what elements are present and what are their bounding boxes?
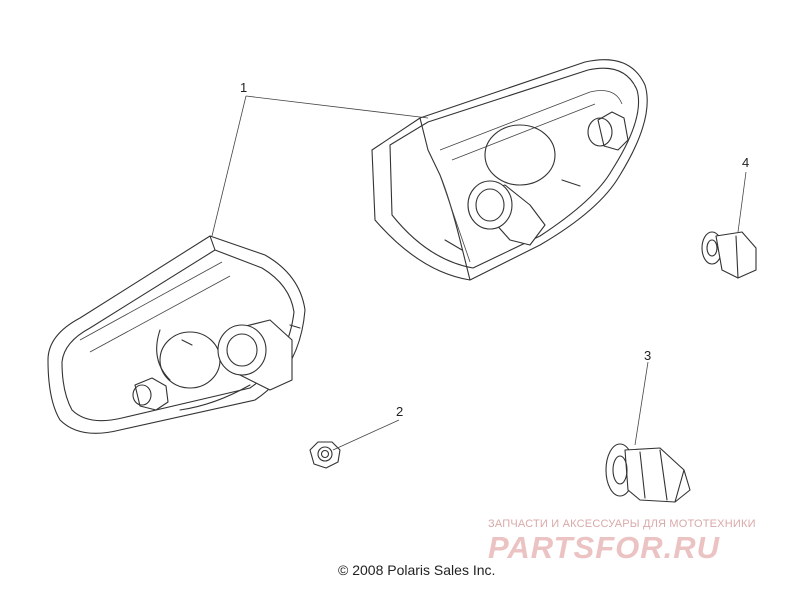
callout-3: 3 bbox=[644, 348, 651, 363]
callout-1: 1 bbox=[240, 80, 247, 95]
taillight-housing-left bbox=[47, 235, 306, 434]
bulb-part bbox=[701, 231, 757, 279]
watermark-tagline: ЗАПЧАСТИ И АКСЕССУАРЫ ДЛЯ МОТОТЕХНИКИ bbox=[488, 518, 756, 530]
leader-lines bbox=[211, 95, 747, 451]
copyright-text: © 2008 Polaris Sales Inc. bbox=[338, 562, 496, 578]
nut-part bbox=[309, 441, 341, 469]
bulb-socket-part bbox=[605, 443, 691, 503]
watermark-logo: PARTSFOR.RU bbox=[488, 530, 721, 565]
callout-4: 4 bbox=[742, 155, 749, 170]
taillight-housing-right bbox=[371, 59, 648, 281]
callout-2: 2 bbox=[396, 404, 403, 419]
